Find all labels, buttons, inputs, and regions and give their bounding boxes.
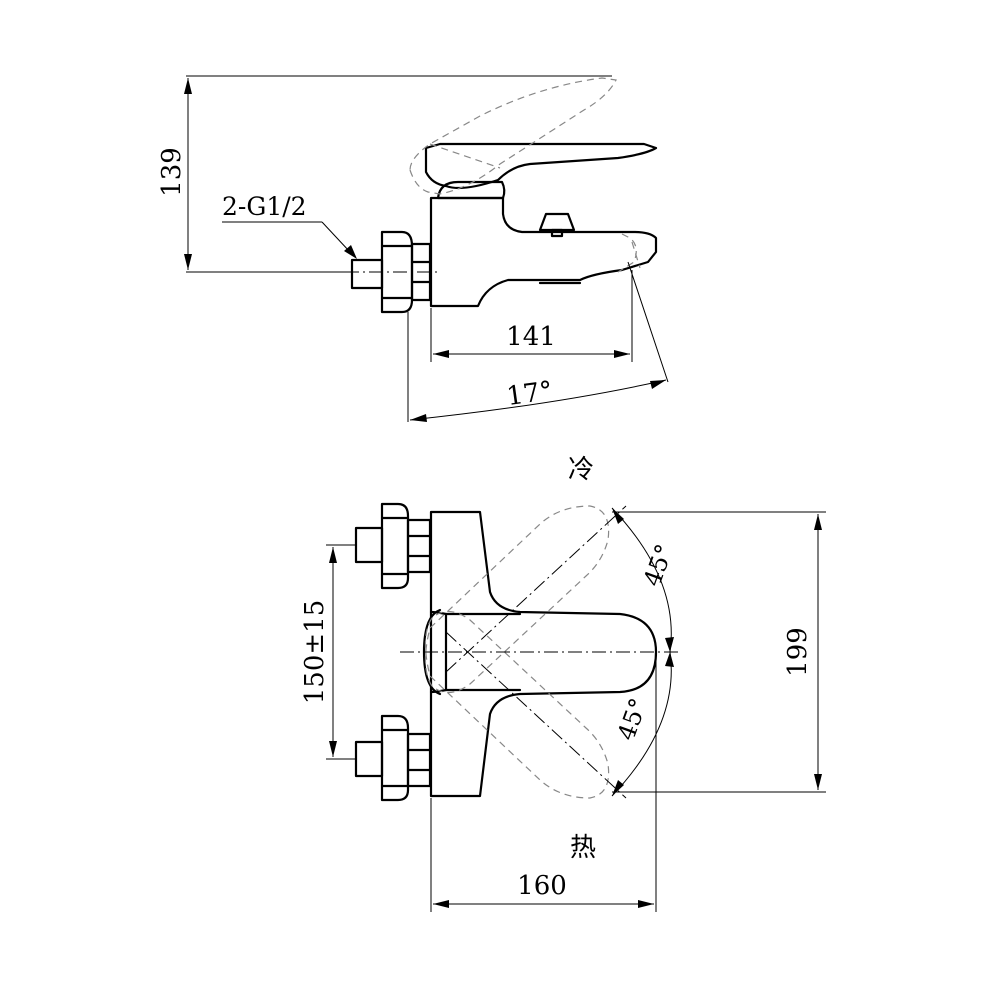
dimension-17-label: 17° xyxy=(505,376,555,412)
lever-raised-outline xyxy=(409,77,617,195)
dimension-141: 141 xyxy=(430,270,633,362)
dimension-150-label: 150±15 xyxy=(300,600,330,705)
top-body xyxy=(422,510,658,798)
side-body xyxy=(424,142,658,308)
top-connector-cold xyxy=(354,502,432,590)
dimension-150: 150±15 xyxy=(300,544,356,760)
dimension-139-label: 139 xyxy=(157,147,187,197)
dimension-199: 199 xyxy=(612,511,826,793)
dimension-45-bottom-label: 45° xyxy=(612,694,653,744)
dimension-17-degrees: 17° xyxy=(407,261,669,422)
dimension-160: 160 xyxy=(430,660,657,912)
cold-label: 冷 xyxy=(568,455,594,485)
spout-rotated-outline xyxy=(617,233,641,273)
dimension-160-label: 160 xyxy=(517,871,567,901)
top-view: 冷 热 xyxy=(300,455,826,912)
dimension-141-label: 141 xyxy=(506,322,556,352)
side-view: 139 2-G1/2 xyxy=(157,75,669,422)
top-view-diagonal-down xyxy=(445,631,627,799)
top-view-diagonal-up xyxy=(445,505,627,673)
dimension-139: 139 xyxy=(157,75,612,273)
thread-label: 2-G1/2 xyxy=(222,192,307,221)
hot-label: 热 xyxy=(570,833,596,863)
top-connector-hot xyxy=(354,714,432,802)
dimension-199-label: 199 xyxy=(783,627,813,677)
thread-callout: 2-G1/2 xyxy=(222,192,357,259)
lever-rotated-outlines xyxy=(424,505,610,799)
